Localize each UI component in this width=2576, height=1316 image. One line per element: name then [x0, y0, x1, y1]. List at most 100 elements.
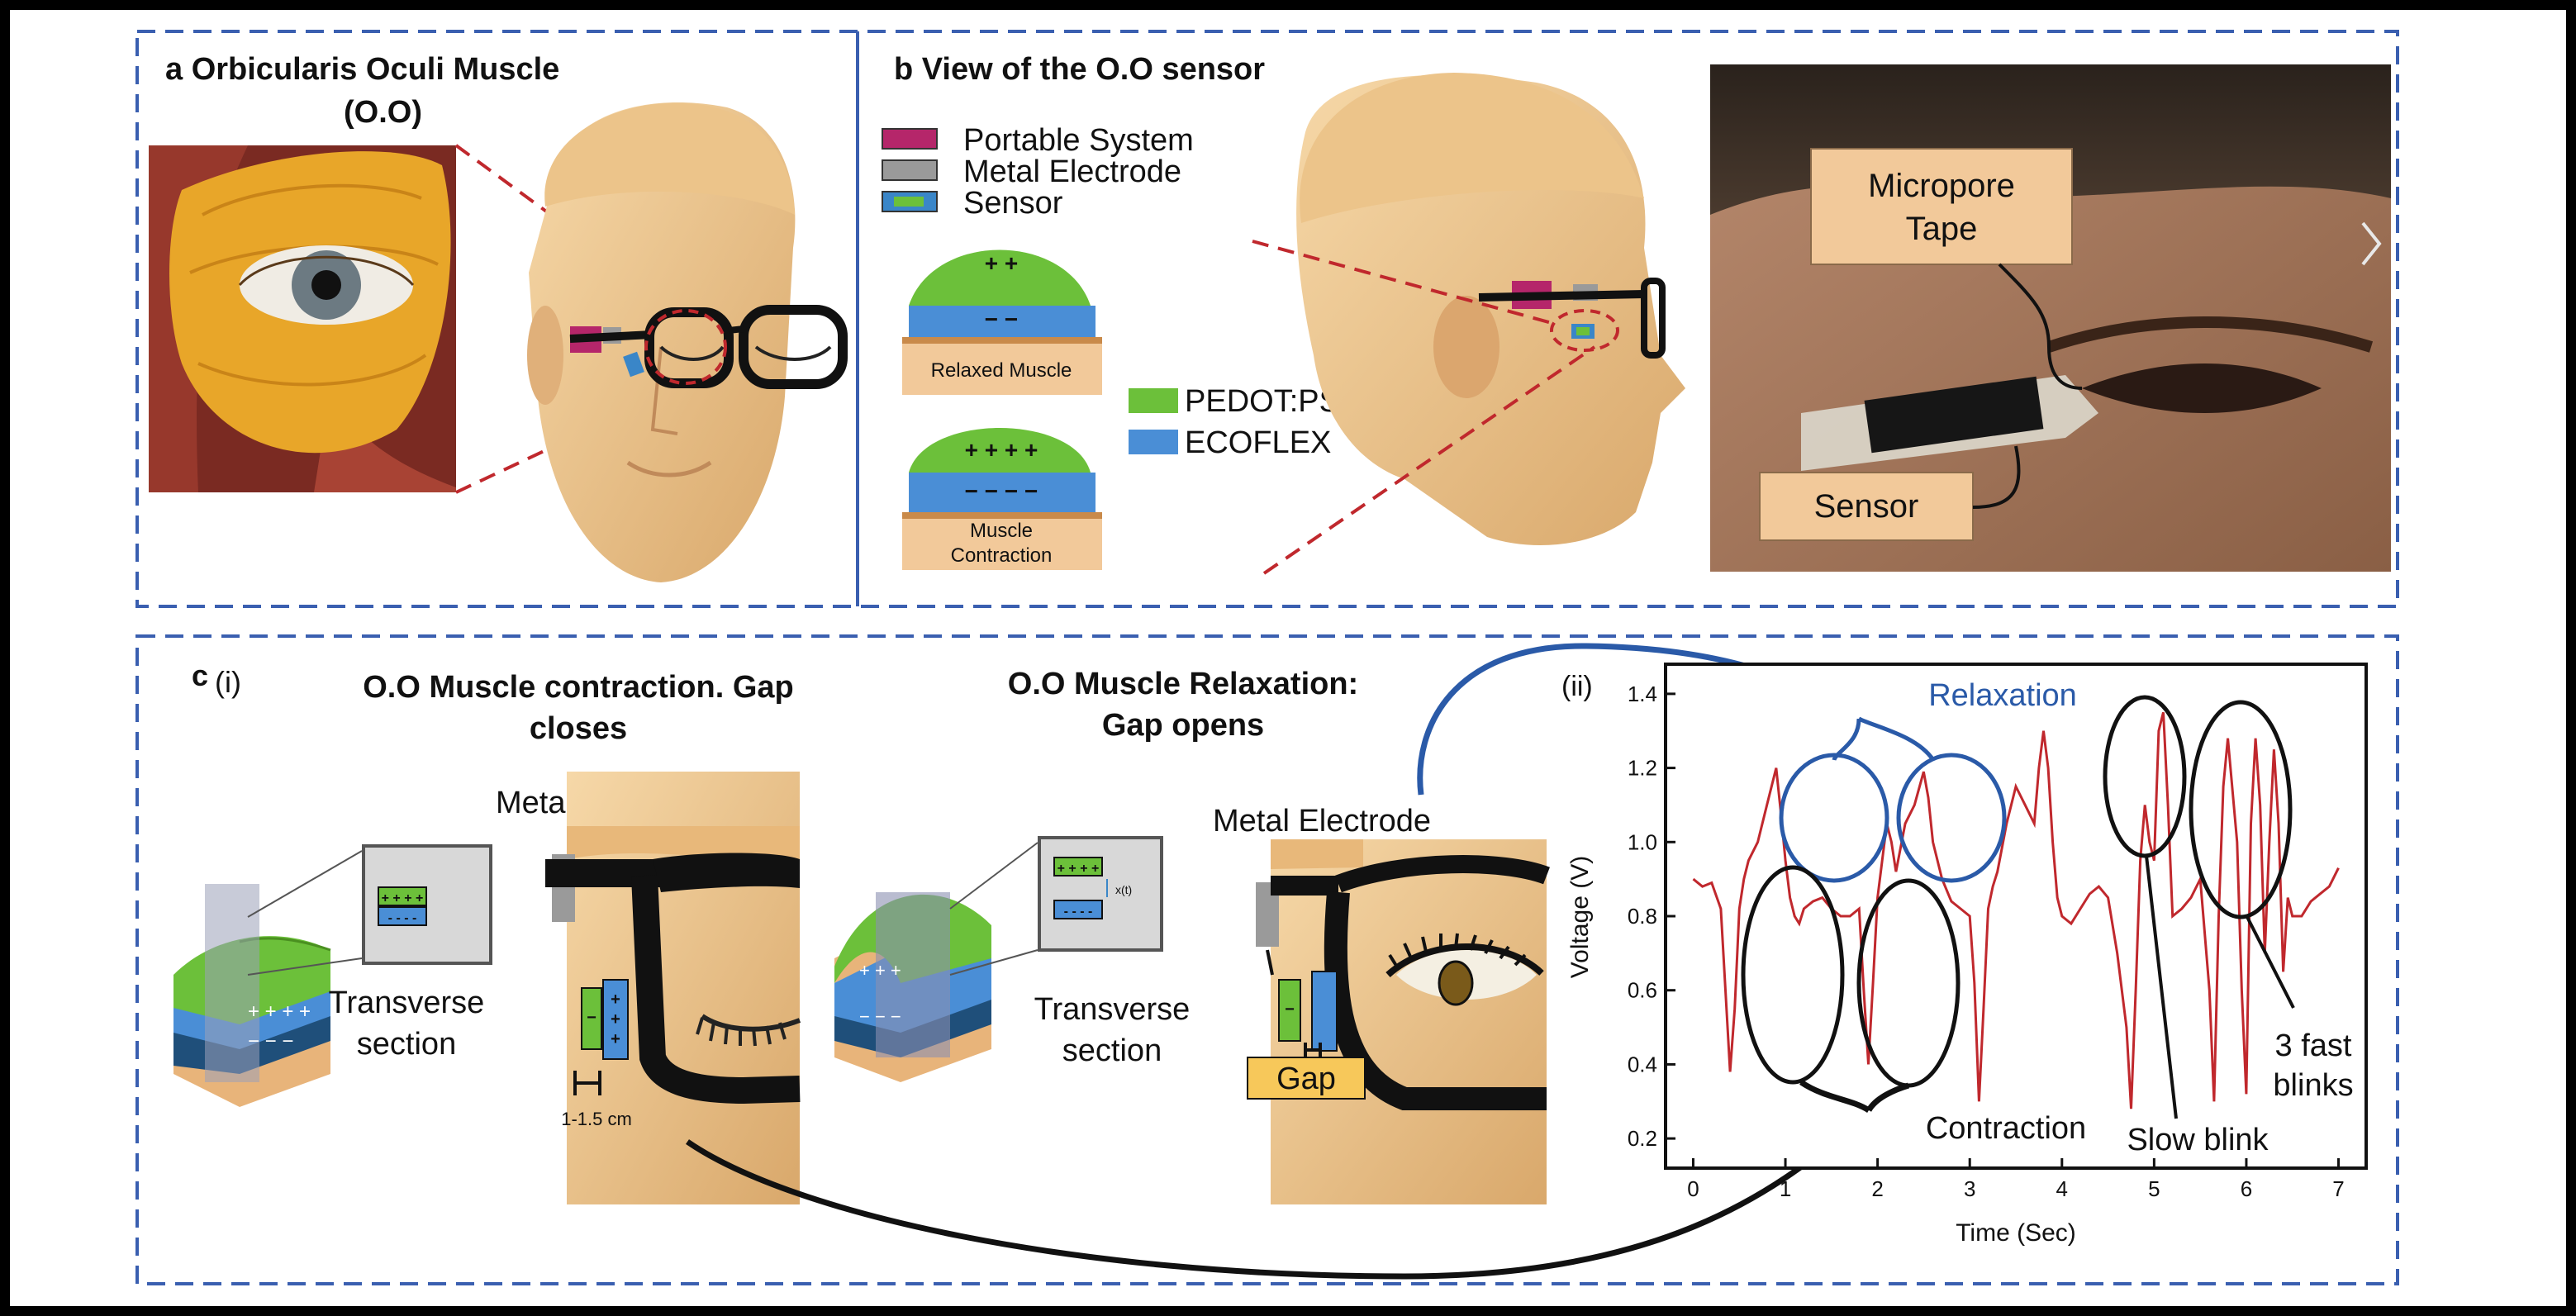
x-tick-label: 2	[1871, 1176, 1883, 1201]
transverse-block-contraction: + + + + − − −	[173, 884, 331, 1107]
x-axis-label: Time (Sec)	[1956, 1219, 2076, 1247]
relaxation-title-line2: Gap opens	[1102, 708, 1264, 743]
block1-minus: − − −	[248, 1030, 293, 1052]
material-swatch-pedot	[1129, 388, 1178, 413]
eye-closeup-open: −	[1256, 839, 1550, 1204]
sensor-photo-label-box	[1759, 472, 1974, 541]
x-tick-label: 3	[1964, 1176, 1975, 1201]
metal-electrode-label-2: Metal Electrode	[1213, 804, 1431, 839]
sensor-photo-label: Sensor	[1814, 488, 1919, 525]
contraction-title-line1: O.O Muscle contraction. Gap	[363, 670, 794, 705]
gap-label: Gap	[1276, 1062, 1336, 1096]
inset-contraction: + + + + - - - -	[362, 844, 492, 965]
y-tick-label: 0.6	[1628, 978, 1657, 1003]
x-tick-label: 5	[2148, 1176, 2160, 1201]
inset-relaxation: + + + + - - - - x(t)	[1038, 836, 1163, 952]
micropore-label-line2: Tape	[1906, 211, 1978, 247]
inset1-plus: + + + +	[382, 891, 424, 905]
panel-c-i-label: (i)	[215, 665, 241, 699]
y-tick-label: 0.8	[1628, 904, 1657, 929]
legend-label-sensor: Sensor	[963, 186, 1063, 221]
chart-annotations: Relaxation Contraction Slow blink 3 fast…	[1741, 678, 2354, 1157]
gap-label-box	[1247, 1057, 1366, 1100]
head-side-view	[1296, 73, 1685, 545]
legend-swatch-sensor-inner	[894, 197, 924, 207]
top-dashed-frame	[135, 30, 2399, 608]
inset2-plus: + + + +	[1057, 862, 1100, 876]
legend-label-electrode: Metal Electrode	[963, 154, 1181, 189]
relaxed-muscle-diagram: + + − − Relaxed Muscle	[902, 249, 1102, 395]
legend-swatch-electrode	[882, 159, 938, 181]
inset1-minus: - - - -	[388, 911, 417, 925]
contraction-label-line2: Contraction	[951, 544, 1053, 567]
relaxed-charges-bottom: − −	[985, 306, 1018, 332]
chart-frame	[1664, 663, 2368, 1170]
zoom-line-a-bottom	[455, 387, 678, 494]
block2-minus: − − −	[859, 1006, 901, 1027]
eye-anatomy-image	[149, 145, 456, 492]
panel-c-ii-label: (ii)	[1561, 671, 1593, 702]
electrode2-minus: −	[1285, 1000, 1295, 1019]
fast-blinks-annotation-line1: 3 fast	[2275, 1029, 2352, 1063]
x-tick-label: 4	[2056, 1176, 2068, 1201]
contraction-label-line1: Muscle	[970, 520, 1033, 542]
legend-label-portable: Portable System	[963, 123, 1194, 158]
relaxation-title-line1: O.O Muscle Relaxation:	[1008, 667, 1358, 701]
x-tick-label: 1	[1780, 1176, 1791, 1201]
bottom-dashed-frame	[135, 634, 2399, 1285]
component-legend: Portable System Metal Electrode Sensor	[882, 123, 1194, 221]
contraction-title-line2: closes	[530, 711, 627, 746]
relaxation-annotation: Relaxation	[1928, 678, 2077, 713]
transverse2-line2: section	[1062, 1033, 1162, 1068]
contraction-circle-1	[1741, 865, 1845, 1085]
relaxation-circle-2	[1896, 753, 2007, 883]
legend-swatch-portable	[882, 128, 938, 150]
panel-c-label: c	[192, 658, 208, 692]
xt-label: x(t)	[1115, 883, 1132, 896]
y-tick-label: 1.0	[1628, 829, 1657, 854]
micropore-label-line1: Micropore	[1868, 168, 2015, 204]
x-tick-label: 6	[2241, 1176, 2252, 1201]
contraction-connector	[686, 1108, 1871, 1280]
transverse1-line2: section	[357, 1027, 456, 1062]
electrode1-plus-3: +	[611, 1030, 620, 1048]
y-tick-label: 0.4	[1628, 1052, 1657, 1076]
material-swatch-ecoflex	[1129, 430, 1178, 454]
panel-a-title-line2: (O.O)	[344, 95, 422, 130]
material-legend: PEDOT:PSS ECOFLEX	[1129, 384, 1361, 460]
relaxation-circle-1	[1779, 753, 1889, 883]
inset2-minus: - - - -	[1064, 905, 1093, 919]
relaxed-label: Relaxed Muscle	[931, 359, 1072, 382]
relaxed-charges-top: + +	[985, 250, 1018, 276]
electrode1-minus: −	[587, 1009, 596, 1027]
slow-blink-annotation: Slow blink	[2127, 1123, 2269, 1157]
y-tick-label: 1.2	[1628, 756, 1657, 781]
y-axis-label: Voltage (V)	[1566, 856, 1594, 978]
contraction-charges-top: + + + +	[965, 437, 1038, 463]
electrode1-plus-1: +	[611, 991, 620, 1009]
electrode1-plus-2: +	[611, 1010, 620, 1029]
eye-closeup-closed: + + + −	[545, 772, 801, 1204]
voltage-series-line	[1692, 711, 2340, 1109]
contraction-muscle-diagram: + + + + − − − − Muscle Contraction	[902, 428, 1102, 570]
block2-plus: + + +	[859, 960, 901, 981]
contraction-charges-bottom: − − − −	[965, 478, 1038, 504]
material-label-ecoflex: ECOFLEX	[1185, 425, 1331, 460]
transverse1-line1: Transverse	[329, 986, 485, 1020]
panel-b-title: b View of the O.O sensor	[894, 52, 1265, 87]
legend-swatch-sensor	[882, 191, 938, 212]
transverse2-line1: Transverse	[1034, 992, 1191, 1027]
transverse-block-relaxation: + + + − − −	[834, 892, 991, 1082]
x-tick-label: 7	[2332, 1176, 2344, 1201]
panel-a-title-line1: a Orbicularis Oculi Muscle	[165, 52, 559, 87]
y-tick-label: 0.2	[1628, 1126, 1657, 1151]
contraction-annotation: Contraction	[1926, 1111, 2086, 1146]
head-with-glasses-front	[527, 102, 848, 582]
zoom-line-b-bottom	[1262, 345, 1596, 575]
micropore-label-box	[1810, 148, 2073, 265]
sensor-photo: Micropore Tape Sensor	[1710, 64, 2391, 572]
fast-blinks-circle	[2189, 700, 2293, 919]
